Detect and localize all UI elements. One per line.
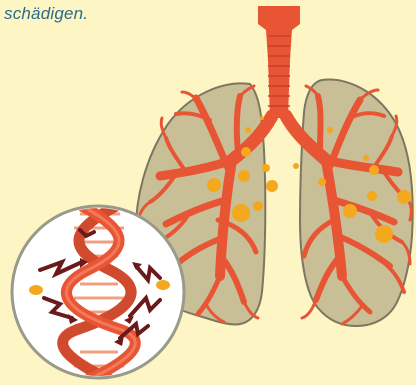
trachea [258,6,300,118]
